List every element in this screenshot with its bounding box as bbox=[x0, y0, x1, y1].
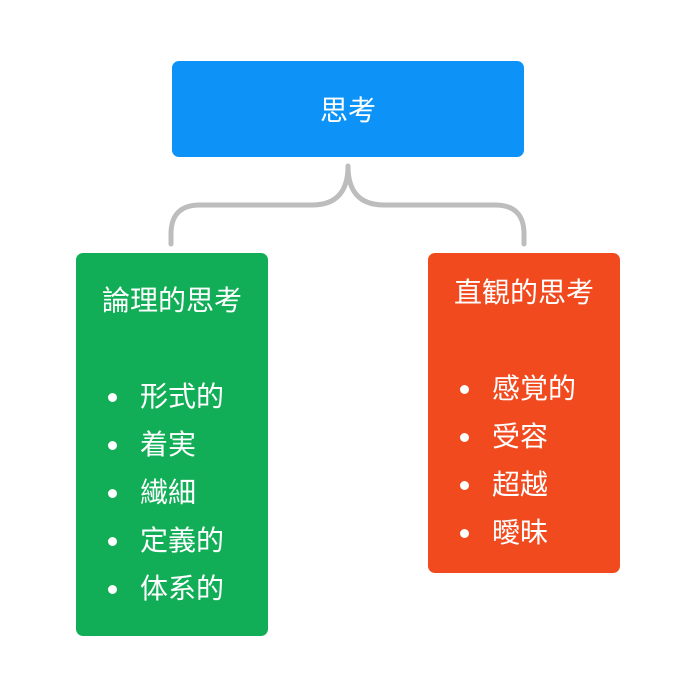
bullet-icon bbox=[108, 537, 117, 546]
item-label: 定義的 bbox=[140, 524, 225, 557]
item-label: 感覚的 bbox=[492, 372, 577, 405]
item-list: 形式的 着実 繊細 定義的 体系的 bbox=[76, 377, 224, 617]
list-item: 超越 bbox=[428, 465, 576, 513]
bullet-icon bbox=[108, 489, 117, 498]
list-item: 着実 bbox=[76, 425, 224, 473]
item-label: 着実 bbox=[140, 428, 197, 461]
branch-title: 直観的思考 bbox=[453, 276, 594, 309]
list-item: 曖昧 bbox=[428, 513, 576, 561]
bullet-icon bbox=[460, 433, 469, 442]
list-item: 形式的 bbox=[76, 377, 224, 425]
list-item: 定義的 bbox=[76, 521, 224, 569]
bullet-icon bbox=[108, 393, 117, 402]
list-item: 受容 bbox=[428, 417, 576, 465]
item-label: 体系的 bbox=[140, 572, 225, 605]
item-label: 受容 bbox=[492, 420, 549, 453]
root-node: 思考 bbox=[172, 61, 524, 157]
bullet-icon bbox=[108, 585, 117, 594]
list-item: 感覚的 bbox=[428, 369, 576, 417]
branch-logical-thinking: 論理的思考 形式的 着実 繊細 定義的 体系的 bbox=[76, 253, 268, 636]
bullet-icon bbox=[460, 481, 469, 490]
item-list: 感覚的 受容 超越 曖昧 bbox=[428, 369, 576, 561]
root-label: 思考 bbox=[319, 94, 376, 127]
bullet-icon bbox=[460, 529, 469, 538]
bullet-icon bbox=[108, 441, 117, 450]
list-item: 繊細 bbox=[76, 473, 224, 521]
branch-title: 論理的思考 bbox=[101, 284, 242, 317]
branch-intuitive-thinking: 直観的思考 感覚的 受容 超越 曖昧 bbox=[428, 253, 620, 573]
item-label: 曖昧 bbox=[492, 516, 549, 549]
item-label: 形式的 bbox=[140, 380, 225, 413]
item-label: 超越 bbox=[492, 468, 549, 501]
brace-path bbox=[168, 163, 527, 247]
bullet-icon bbox=[460, 385, 469, 394]
list-item: 体系的 bbox=[76, 569, 224, 617]
item-label: 繊細 bbox=[140, 476, 197, 509]
